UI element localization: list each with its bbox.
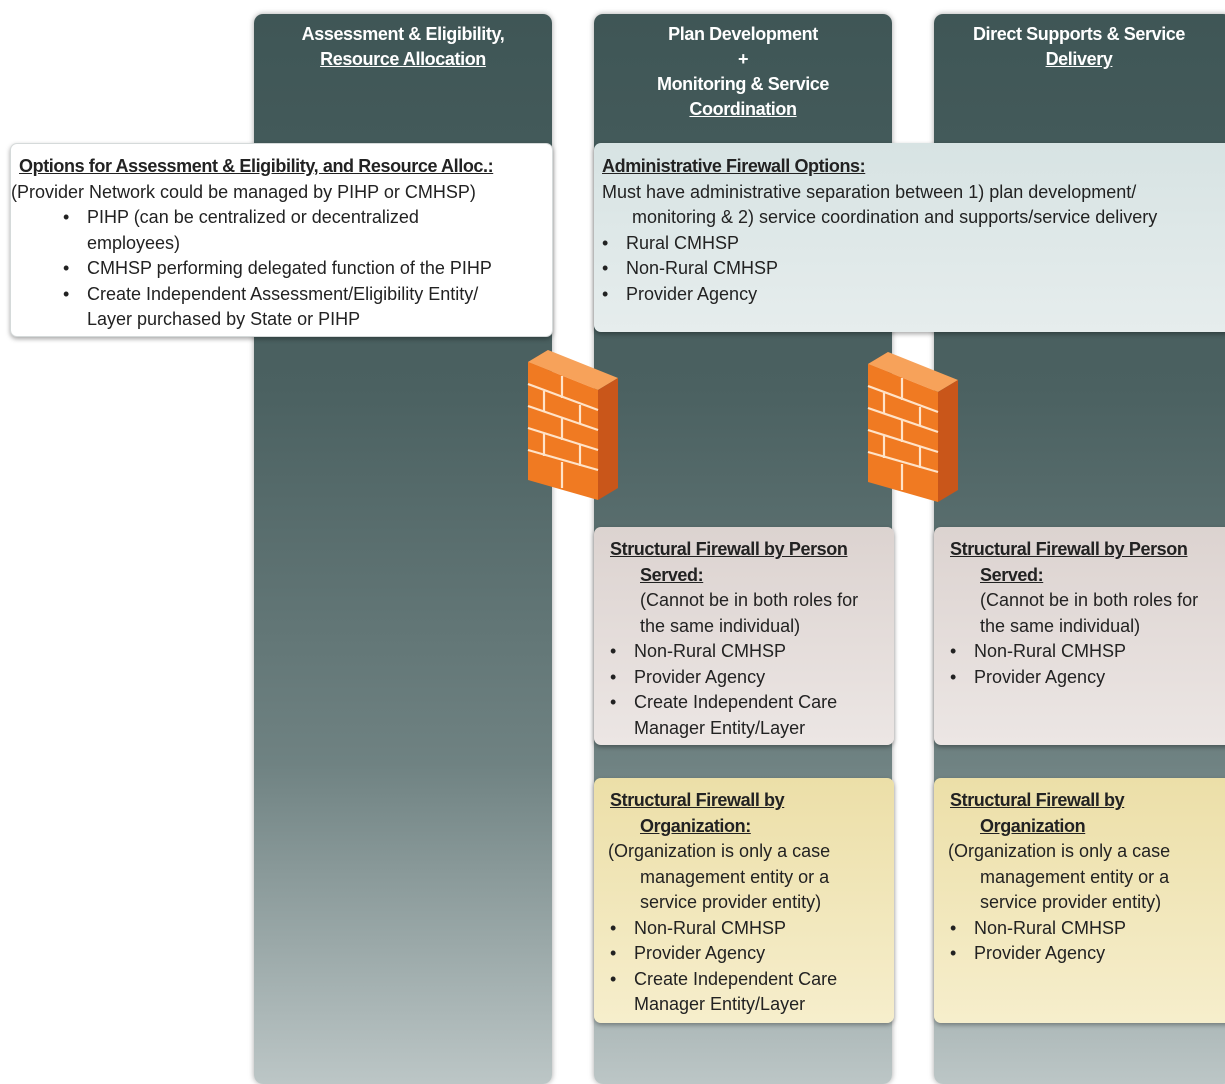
organization-firewall-note: service provider entity) — [640, 892, 822, 912]
organization-firewall-note: management entity or a — [980, 866, 1170, 887]
column-assessment-header: Assessment & Eligibility, Resource Alloc… — [254, 22, 552, 72]
list-item: Create Independent Care Manager Entity/L… — [604, 690, 892, 741]
organization-firewall-title: Organization: — [640, 815, 751, 836]
column-header-line: Direct Supports & Service — [972, 24, 1186, 44]
person-firewall-title: Served: — [640, 564, 704, 585]
column-header-line: Coordination — [689, 99, 797, 119]
list-item-text: Create Independent Assessment/Eligibilit… — [87, 283, 479, 304]
organization-firewall-title: Structural Firewall by — [950, 790, 1125, 810]
administrative-firewall-box: Administrative Firewall Options: Must ha… — [594, 143, 1225, 332]
administrative-firewall-title: Administrative Firewall Options: — [602, 156, 866, 176]
person-firewall-title: Structural Firewall by Person — [610, 539, 848, 559]
list-item: Rural CMHSP — [596, 231, 1225, 257]
administrative-firewall-list: Rural CMHSP Non-Rural CMHSP Provider Age… — [596, 231, 1225, 308]
list-item-text: Manager Entity/Layer — [634, 994, 806, 1014]
person-firewall-list: Non-Rural CMHSP Provider Agency Create I… — [604, 639, 892, 741]
organization-firewall-note: service provider entity) — [980, 892, 1162, 912]
assessment-options-title: Options for Assessment & Eligibility, an… — [19, 156, 494, 176]
list-item-text: Create Independent Care — [634, 968, 838, 989]
person-firewall-note: the same individual) — [640, 615, 801, 636]
list-item: Provider Agency — [944, 665, 1225, 691]
column-plan-header: Plan Development + Monitoring & Service … — [594, 22, 892, 122]
list-item: Create Independent Assessment/Eligibilit… — [57, 282, 549, 333]
column-header-line: Resource Allocation — [320, 49, 486, 69]
organization-firewall-title: Organization — [980, 815, 1086, 836]
organization-firewall-list: Non-Rural CMHSP Provider Agency — [944, 916, 1225, 967]
person-firewall-box-direct: Structural Firewall by Person Served: (C… — [934, 527, 1225, 745]
list-item: Non-Rural CMHSP — [596, 256, 1225, 282]
person-firewall-box-plan: Structural Firewall by Person Served: (C… — [594, 527, 894, 745]
person-firewall-list: Non-Rural CMHSP Provider Agency — [944, 639, 1225, 690]
assessment-options-list: PIHP (can be centralized or decentralize… — [57, 205, 549, 333]
person-firewall-title: Served: — [980, 564, 1044, 585]
list-item-text: Manager Entity/Layer — [634, 717, 806, 738]
list-item: Provider Agency — [944, 941, 1225, 967]
list-item: Create Independent Care Manager Entity/L… — [604, 967, 892, 1018]
person-firewall-title: Structural Firewall by Person — [950, 539, 1188, 559]
person-firewall-note: (Cannot be in both roles for — [640, 590, 859, 610]
firewall-icon — [867, 352, 958, 502]
organization-firewall-note: (Organization is only a case — [948, 841, 1171, 861]
person-firewall-note: the same individual) — [980, 615, 1141, 636]
list-item-text: CMHSP performing delegated function of t… — [87, 258, 492, 278]
list-item: PIHP (can be centralized or decentralize… — [57, 205, 549, 256]
organization-firewall-note: management entity or a — [640, 866, 830, 887]
column-header-line: + — [737, 49, 749, 69]
administrative-firewall-line: Must have administrative separation betw… — [602, 181, 1137, 202]
column-header-line: Monitoring & Service — [656, 74, 830, 94]
column-header-line: Delivery — [1045, 49, 1113, 69]
person-firewall-note: (Cannot be in both roles for — [980, 590, 1199, 610]
assessment-options-note: (Provider Network could be managed by PI… — [11, 181, 476, 202]
list-item: Non-Rural CMHSP — [944, 916, 1225, 942]
list-item: Non-Rural CMHSP — [604, 639, 892, 665]
organization-firewall-list: Non-Rural CMHSP Provider Agency Create I… — [604, 916, 892, 1018]
list-item-text: PIHP (can be centralized or decentralize… — [87, 207, 419, 227]
list-item: Provider Agency — [596, 282, 1225, 308]
list-item: Provider Agency — [604, 941, 892, 967]
list-item: Non-Rural CMHSP — [944, 639, 1225, 665]
list-item-text: employees) — [87, 232, 181, 253]
list-item-text: Create Independent Care — [634, 692, 838, 712]
column-direct-header: Direct Supports & Service Delivery — [934, 22, 1224, 72]
column-header-line: Plan Development — [668, 24, 818, 44]
organization-firewall-title: Structural Firewall by — [610, 790, 785, 810]
organization-firewall-note: (Organization is only a case — [608, 841, 831, 861]
column-header-line: Assessment & Eligibility, — [301, 24, 505, 44]
organization-firewall-box-plan: Structural Firewall by Organization: (Or… — [594, 778, 894, 1023]
organization-firewall-box-direct: Structural Firewall by Organization (Org… — [934, 778, 1225, 1023]
list-item: Non-Rural CMHSP — [604, 916, 892, 942]
assessment-options-box: Options for Assessment & Eligibility, an… — [10, 143, 553, 337]
list-item: Provider Agency — [604, 665, 892, 691]
firewall-icon — [527, 350, 618, 500]
list-item-text: Layer purchased by State or PIHP — [87, 309, 361, 329]
administrative-firewall-line: monitoring & 2) service coordination and… — [632, 207, 1158, 227]
list-item: CMHSP performing delegated function of t… — [57, 256, 549, 282]
